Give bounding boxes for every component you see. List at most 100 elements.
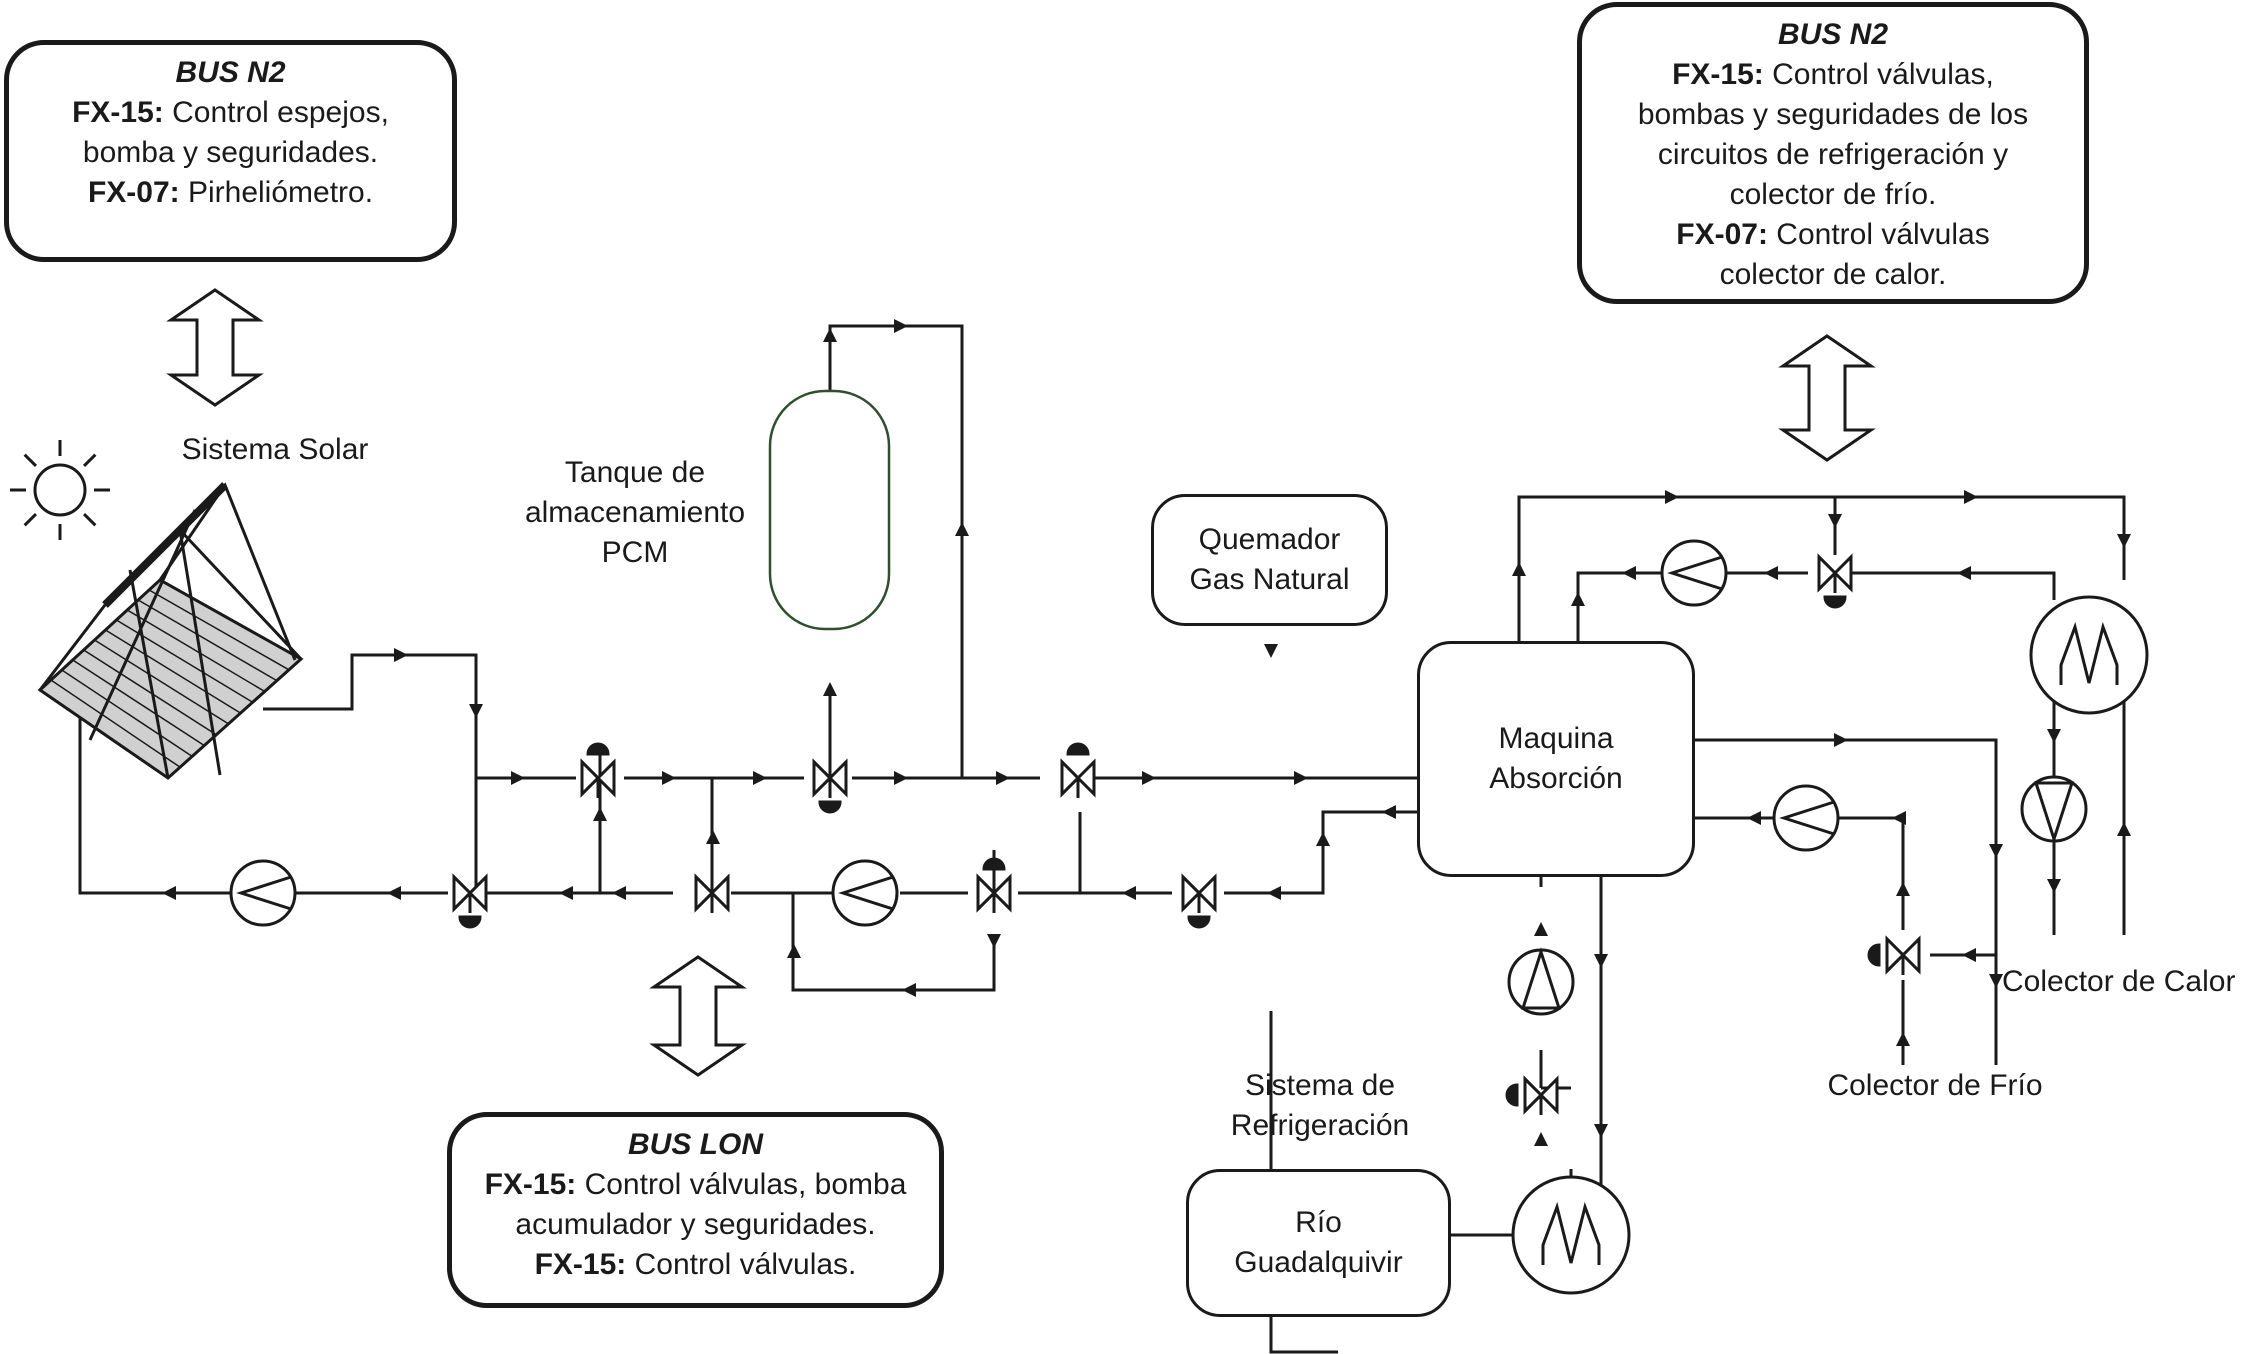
bus-n2-solar-line: FX-07: Pirheliómetro. (87, 176, 374, 209)
colector-calor-label: Colector de Calor (2002, 965, 2236, 998)
flow-arrow (387, 886, 401, 900)
flow-arrow (987, 934, 1001, 948)
flow-arrow (787, 944, 801, 958)
flow-arrow (1764, 566, 1778, 580)
flow-arrow (902, 983, 916, 997)
bus-n2-absorption-line: colector de frío. (1729, 178, 1937, 211)
sistema-refrigeracion-label: Sistema de Refrigeración (1230, 1069, 1410, 1142)
pipe-segment (78, 690, 230, 895)
flow-arrow (2047, 729, 2061, 743)
three-way-valve-icon (812, 758, 848, 814)
flow-arrow (1534, 922, 1548, 936)
flow-arrow (662, 771, 676, 785)
solar-collector-icon (37, 482, 304, 780)
flow-arrow (1142, 771, 1156, 785)
pipe-segment (1576, 571, 1662, 641)
bus-connection-arrow-icon (649, 955, 747, 1077)
three-way-valve-icon (1060, 742, 1096, 798)
bus-n2-solar-title: BUS N2 (175, 56, 286, 89)
flow-arrow (1962, 948, 1976, 962)
pump-icon (229, 859, 297, 927)
maquina-absorcion-box: Maquina Absorción (1417, 641, 1695, 877)
flow-arrow (2117, 822, 2131, 836)
maquina-label: Maquina (1498, 722, 1614, 755)
bus-lon-line: FX-15: Control válvulas, bomba (484, 1168, 907, 1201)
flow-arrow (1957, 566, 1971, 580)
bus-n2-absorption-line: bombas y seguridades de los (1637, 98, 2029, 131)
sistema-solar-label: Sistema Solar (181, 433, 369, 466)
pcm-tank-icon (768, 389, 891, 631)
pipe-segment (791, 893, 996, 992)
bus-lon-line: FX-15: Control válvulas. (534, 1248, 857, 1281)
pump-icon (831, 859, 899, 927)
flow-arrow (469, 704, 483, 718)
bus-n2-solar-line: FX-15: Control espejos, (72, 96, 389, 129)
bus-lon-line: acumulador y seguridades. (515, 1208, 876, 1241)
three-way-valve-icon (694, 873, 730, 913)
pipe-segment (1224, 810, 1417, 895)
pipe-segment (1831, 816, 1905, 930)
flow-arrow (2117, 534, 2131, 548)
heat-exchanger-icon (2029, 595, 2149, 715)
flow-arrow (1989, 844, 2003, 858)
three-way-valve-icon (1817, 553, 1853, 609)
bus-n2-absorption-line: FX-15: Control válvulas, (1672, 58, 1994, 91)
pump-icon (2020, 775, 2088, 844)
bus-lon-title: BUS LON (628, 1128, 763, 1161)
flow-arrow (1534, 1132, 1548, 1146)
flow-arrow (1896, 882, 1910, 896)
bus-n2-absorption-line: FX-07: Control válvulas (1676, 218, 1990, 251)
bus-n2-absorption-line: circuitos de refrigeración y (1657, 138, 2009, 171)
pipe-segment (1695, 738, 1998, 1065)
flow-arrow (1316, 832, 1330, 846)
three-way-valve-icon (1181, 873, 1217, 929)
flow-arrow (559, 886, 573, 900)
pump-icon (1507, 947, 1575, 1016)
sun-icon (10, 440, 110, 540)
rio-guadalquivir-box: Río Guadalquivir (1186, 1169, 1451, 1317)
three-way-valve-icon (1867, 935, 1921, 975)
flow-arrow (1747, 811, 1761, 825)
flow-arrow (823, 682, 837, 696)
bus-n2-solar-box: BUS N2 FX-15: Control espejos, bomba y s… (4, 40, 457, 262)
bus-n2-solar-line: bomba y seguridades. (82, 136, 379, 169)
rio-label: Guadalquivir (1234, 1246, 1403, 1279)
flow-arrow (1964, 490, 1978, 504)
flow-arrow (894, 771, 908, 785)
pipe-segment (263, 653, 478, 893)
flow-arrow (894, 319, 908, 333)
bus-lon-box: BUS LON FX-15: Control válvulas, bomba a… (447, 1112, 944, 1308)
pipe-segment (1269, 1311, 1338, 1354)
flow-arrow (2047, 879, 2061, 893)
maquina-label: Absorción (1489, 762, 1623, 795)
three-way-valve-icon (452, 873, 488, 929)
flow-arrow (394, 648, 408, 662)
flow-arrow (1892, 811, 1906, 825)
three-way-valve-icon (580, 742, 616, 798)
flow-arrow (706, 830, 720, 844)
flow-arrow (1382, 805, 1396, 819)
colector-frio-label: Colector de Frío (1827, 1069, 2043, 1102)
bus-connection-arrow-icon (1778, 334, 1876, 462)
quemador-label: Quemador (1198, 523, 1341, 556)
flow-arrow (1828, 514, 1842, 528)
flow-arrow (511, 771, 525, 785)
quemador-label: Gas Natural (1189, 563, 1350, 596)
flow-arrow (1294, 771, 1308, 785)
flow-arrow (955, 522, 969, 536)
pump-icon (1772, 784, 1840, 852)
pipe-segment (1850, 571, 2056, 600)
bus-connection-arrow-icon (166, 288, 264, 407)
flow-arrow (1594, 954, 1608, 968)
flow-arrow (823, 328, 837, 342)
bus-n2-absorption-title: BUS N2 (1777, 18, 1889, 51)
flow-arrow (996, 771, 1010, 785)
three-way-valve-icon (976, 857, 1012, 913)
flow-arrow (1512, 562, 1526, 576)
flow-arrow (1989, 974, 2003, 988)
pump-icon (1660, 539, 1728, 607)
flow-arrow (1594, 1124, 1608, 1138)
flow-arrow (1896, 1032, 1910, 1046)
flow-arrow (1665, 490, 1679, 504)
